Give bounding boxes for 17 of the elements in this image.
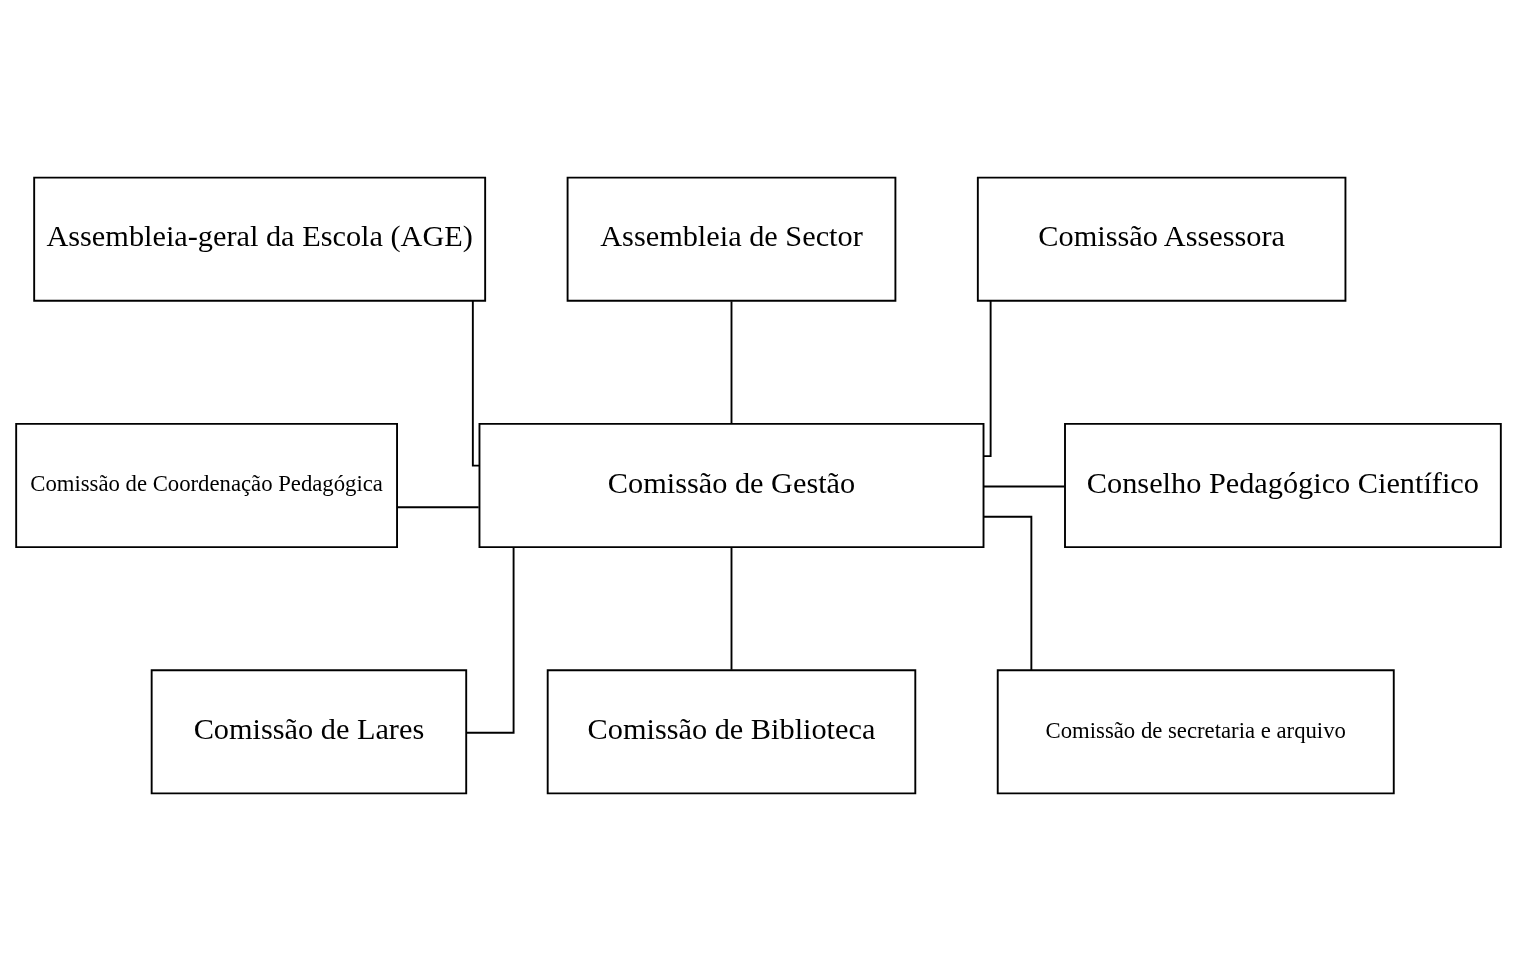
- connector: [471, 300, 481, 467]
- connector: [730, 546, 733, 671]
- node-box: Assembleia-geral da Escola (AGE): [33, 176, 487, 302]
- node-box: Comissão de Coordenação Pedagógica: [15, 422, 398, 549]
- connector: [465, 546, 515, 734]
- node-box: Comissão de Lares: [150, 669, 468, 795]
- connector: [730, 300, 733, 425]
- connector: [396, 506, 480, 509]
- connector: [982, 515, 1033, 672]
- node-box: Assembleia de Sector: [566, 176, 897, 302]
- node-box: Conselho Pedagógico Científico: [1064, 422, 1502, 549]
- node-box: Comissão de secretaria e arquivo: [996, 669, 1395, 795]
- node-box: Comissão de Biblioteca: [546, 669, 917, 795]
- connector: [982, 299, 992, 458]
- node-box: Comissão Assessora: [976, 176, 1347, 302]
- node-box: Comissão de Gestão: [478, 422, 985, 549]
- connector: [982, 485, 1066, 488]
